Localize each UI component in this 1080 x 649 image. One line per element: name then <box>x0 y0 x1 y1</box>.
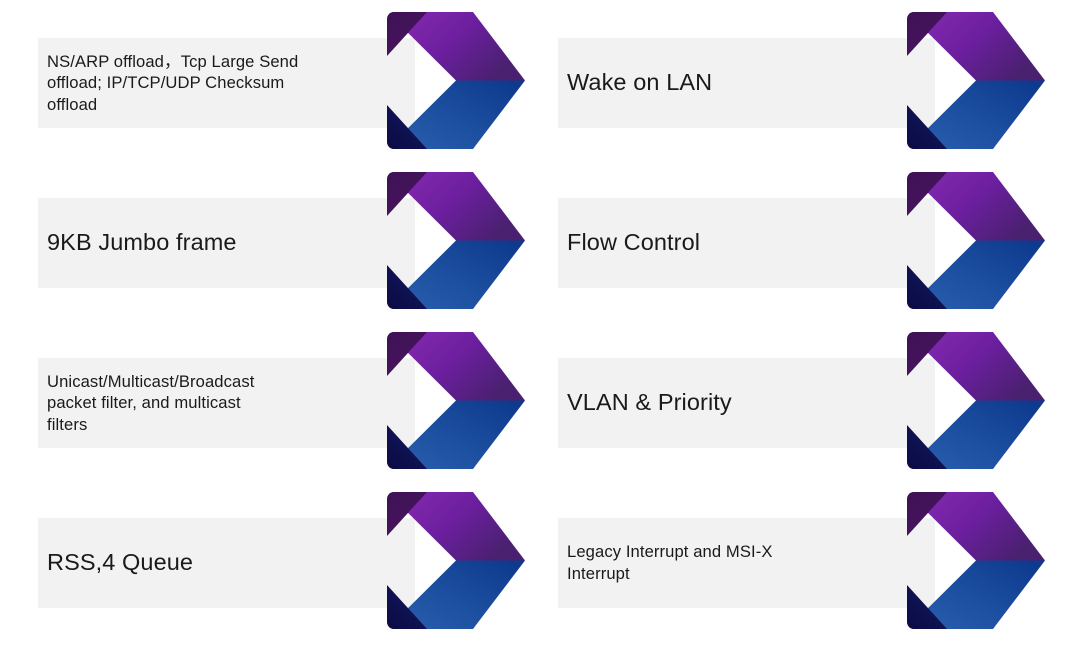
chevron-label-interrupt: Legacy Interrupt and MSI-X Interrupt <box>567 542 773 583</box>
chevron-label-rss-queue: RSS,4 Queue <box>47 549 194 576</box>
chevron-upper-wing <box>907 332 1045 401</box>
chevron-plate-rss-queue: RSS,4 Queue <box>38 518 415 608</box>
chevron-upper-wing <box>907 172 1045 241</box>
chevron-upper-notch <box>387 12 427 56</box>
chevron-lower-notch <box>387 265 427 309</box>
chevron-arrow-interrupt <box>907 492 1045 629</box>
chevron-label-flow-control: Flow Control <box>567 229 701 256</box>
chevron-arrow-graphic <box>387 12 525 149</box>
chevron-item-packet-filter[interactable]: Unicast/Multicast/Broadcast packet filte… <box>38 332 525 469</box>
chevron-upper-wing <box>907 12 1045 81</box>
chevron-plate-jumbo-frame: 9KB Jumbo frame <box>38 198 415 288</box>
chevron-label-packet-filter: Unicast/Multicast/Broadcast packet filte… <box>47 371 255 434</box>
chevron-arrow-graphic <box>907 172 1045 309</box>
chevron-arrow-graphic <box>387 492 525 629</box>
chevron-plate-wake-on-lan: Wake on LAN <box>558 38 935 128</box>
chevron-upper-notch <box>907 332 947 376</box>
chevron-upper-notch <box>907 172 947 216</box>
chevron-upper-wing <box>387 12 525 81</box>
chevron-arrow-flow-control <box>907 172 1045 309</box>
chevron-item-jumbo-frame[interactable]: 9KB Jumbo frame <box>38 172 525 309</box>
chevron-arrow-rss-queue <box>387 492 525 629</box>
chevron-plate-interrupt: Legacy Interrupt and MSI-X Interrupt <box>558 518 935 608</box>
chevron-lower-notch <box>387 425 427 469</box>
chevron-label-wake-on-lan: Wake on LAN <box>567 69 713 96</box>
chevron-upper-wing <box>387 332 525 401</box>
chevron-item-interrupt[interactable]: Legacy Interrupt and MSI-X Interrupt <box>558 492 1045 629</box>
chevron-upper-notch <box>907 12 947 56</box>
chevron-plate-packet-filter: Unicast/Multicast/Broadcast packet filte… <box>38 358 415 448</box>
chevron-label-vlan-priority: VLAN & Priority <box>567 389 732 416</box>
chevron-arrow-graphic <box>907 332 1045 469</box>
chevron-arrow-graphic <box>387 172 525 309</box>
chevron-lower-wing <box>387 240 525 309</box>
chevron-lower-notch <box>387 585 427 629</box>
chevron-lower-notch <box>907 265 947 309</box>
chevron-upper-notch <box>907 492 947 536</box>
chevron-arrow-graphic <box>907 492 1045 629</box>
chevron-arrow-wake-on-lan <box>907 12 1045 149</box>
chevron-lower-wing <box>387 80 525 149</box>
chevron-item-wake-on-lan[interactable]: Wake on LAN <box>558 12 1045 149</box>
chevron-arrow-graphic <box>907 12 1045 149</box>
chevron-lower-wing <box>387 400 525 469</box>
chevron-label-offload: NS/ARP offload，Tcp Large Send offload; I… <box>47 51 299 114</box>
chevron-arrow-jumbo-frame <box>387 172 525 309</box>
chevron-item-offload[interactable]: NS/ARP offload，Tcp Large Send offload; I… <box>38 12 525 149</box>
chevron-arrow-packet-filter <box>387 332 525 469</box>
chevron-lower-notch <box>387 105 427 149</box>
chevron-lower-wing <box>907 400 1045 469</box>
chevron-item-flow-control[interactable]: Flow Control <box>558 172 1045 309</box>
chevron-item-rss-queue[interactable]: RSS,4 Queue <box>38 492 525 629</box>
chevron-label-jumbo-frame: 9KB Jumbo frame <box>47 229 237 256</box>
chevron-lower-wing <box>907 80 1045 149</box>
chevron-lower-wing <box>907 560 1045 629</box>
chevron-plate-flow-control: Flow Control <box>558 198 935 288</box>
chevron-item-vlan-priority[interactable]: VLAN & Priority <box>558 332 1045 469</box>
chevron-arrow-graphic <box>387 332 525 469</box>
chevron-lower-notch <box>907 105 947 149</box>
chevron-upper-wing <box>387 172 525 241</box>
chevron-upper-wing <box>907 492 1045 561</box>
chevron-lower-notch <box>907 585 947 629</box>
chevron-upper-wing <box>387 492 525 561</box>
chevron-arrow-offload <box>387 12 525 149</box>
chevron-arrow-vlan-priority <box>907 332 1045 469</box>
chevron-upper-notch <box>387 332 427 376</box>
chevron-upper-notch <box>387 492 427 536</box>
chevron-lower-notch <box>907 425 947 469</box>
chevron-lower-wing <box>387 560 525 629</box>
chevron-plate-vlan-priority: VLAN & Priority <box>558 358 935 448</box>
chevron-upper-notch <box>387 172 427 216</box>
chevron-plate-offload: NS/ARP offload，Tcp Large Send offload; I… <box>38 38 415 128</box>
chevron-lower-wing <box>907 240 1045 309</box>
